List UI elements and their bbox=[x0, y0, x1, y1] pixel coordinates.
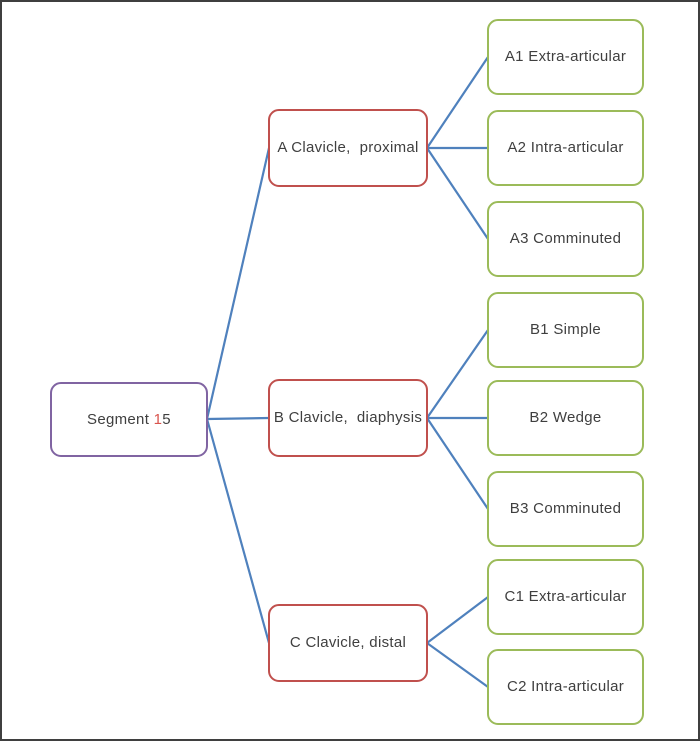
node-a2-intra-articular: A2 Intra-articular bbox=[487, 110, 644, 186]
root-label-highlight-digit: 1 bbox=[153, 410, 163, 428]
node-label: A Clavicle, proximal bbox=[277, 139, 419, 156]
node-a3-comminuted: A3 Comminuted bbox=[487, 201, 644, 277]
node-b2-wedge: B2 Wedge bbox=[487, 380, 644, 456]
connector-line bbox=[425, 641, 490, 689]
node-label: B1 Simple bbox=[529, 321, 602, 338]
node-label: C2 Intra-articular bbox=[506, 678, 625, 695]
node-label: Segment 15 bbox=[87, 411, 171, 429]
node-label: A1 Extra-articular bbox=[504, 48, 627, 65]
node-segment-15: Segment 15 bbox=[50, 382, 208, 457]
connector-line bbox=[205, 146, 271, 421]
node-label: A3 Comminuted bbox=[509, 230, 622, 247]
node-clavicle-proximal: A Clavicle, proximal bbox=[268, 109, 428, 187]
node-label: B Clavicle, diaphysis bbox=[273, 409, 423, 426]
connector-line bbox=[425, 146, 490, 241]
root-label-suffix: 5 bbox=[162, 410, 171, 428]
connector-line bbox=[425, 416, 490, 511]
connector-line bbox=[425, 595, 490, 645]
connector-line bbox=[205, 417, 271, 645]
root-label-prefix: Segment bbox=[87, 410, 154, 428]
connector-line bbox=[205, 416, 271, 421]
node-label: C Clavicle, distal bbox=[289, 634, 407, 651]
node-c2-intra-articular: C2 Intra-articular bbox=[487, 649, 644, 725]
node-b3-comminuted: B3 Comminuted bbox=[487, 471, 644, 547]
node-b1-simple: B1 Simple bbox=[487, 292, 644, 368]
node-clavicle-distal: C Clavicle, distal bbox=[268, 604, 428, 682]
node-label: C1 Extra-articular bbox=[504, 588, 627, 605]
node-clavicle-diaphysis: B Clavicle, diaphysis bbox=[268, 379, 428, 457]
connector-line bbox=[425, 55, 490, 150]
connector-line bbox=[425, 328, 490, 420]
node-label: B2 Wedge bbox=[529, 409, 602, 426]
node-c1-extra-articular: C1 Extra-articular bbox=[487, 559, 644, 635]
node-label: A2 Intra-articular bbox=[507, 139, 624, 156]
node-label: B3 Comminuted bbox=[509, 500, 622, 517]
node-a1-extra-articular: A1 Extra-articular bbox=[487, 19, 644, 95]
